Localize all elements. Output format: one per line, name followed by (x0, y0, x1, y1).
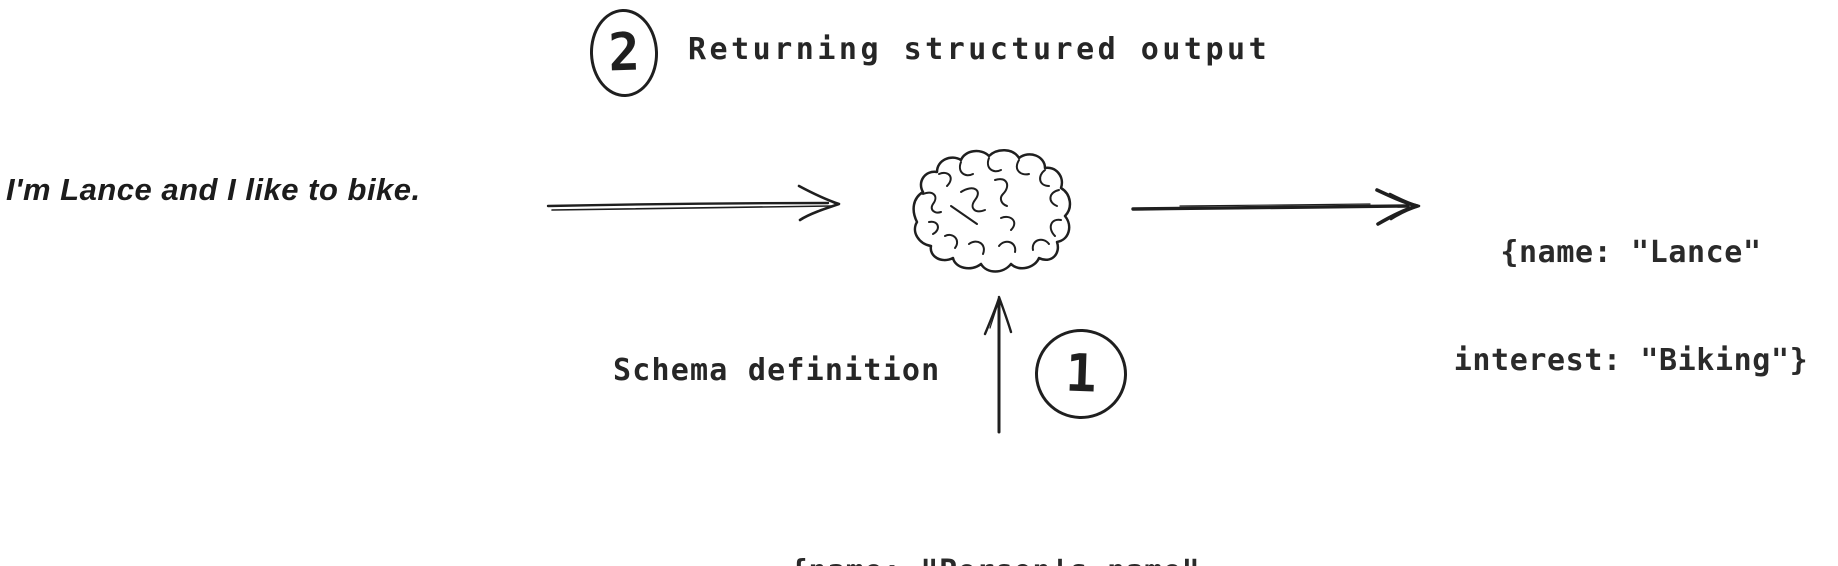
schema-json-line-1: {name: "Person's name" (685, 554, 1305, 566)
output-json-line-2: interest: "Biking"} (1453, 343, 1809, 378)
brain-icon (912, 149, 1072, 273)
schema-json: {name: "Person's name" interest: "Person… (685, 484, 1305, 566)
arrow-right-icon (1131, 188, 1421, 226)
schema-label: Schema definition (613, 353, 941, 388)
diagram-title: Returning structured output (688, 32, 1271, 67)
input-message: I'm Lance and I like to bike. (6, 172, 421, 207)
arrow-up-icon (983, 295, 1013, 434)
arrow-right-icon (546, 184, 841, 222)
output-json: {name: "Lance" interest: "Biking"} (1424, 163, 1838, 451)
step-1-badge: 1 (1033, 327, 1129, 421)
step-1-number: 1 (1064, 343, 1098, 405)
step-2-number: 2 (607, 22, 641, 84)
step-2-badge: 2 (588, 7, 660, 99)
output-json-line-1: {name: "Lance" (1500, 235, 1762, 270)
